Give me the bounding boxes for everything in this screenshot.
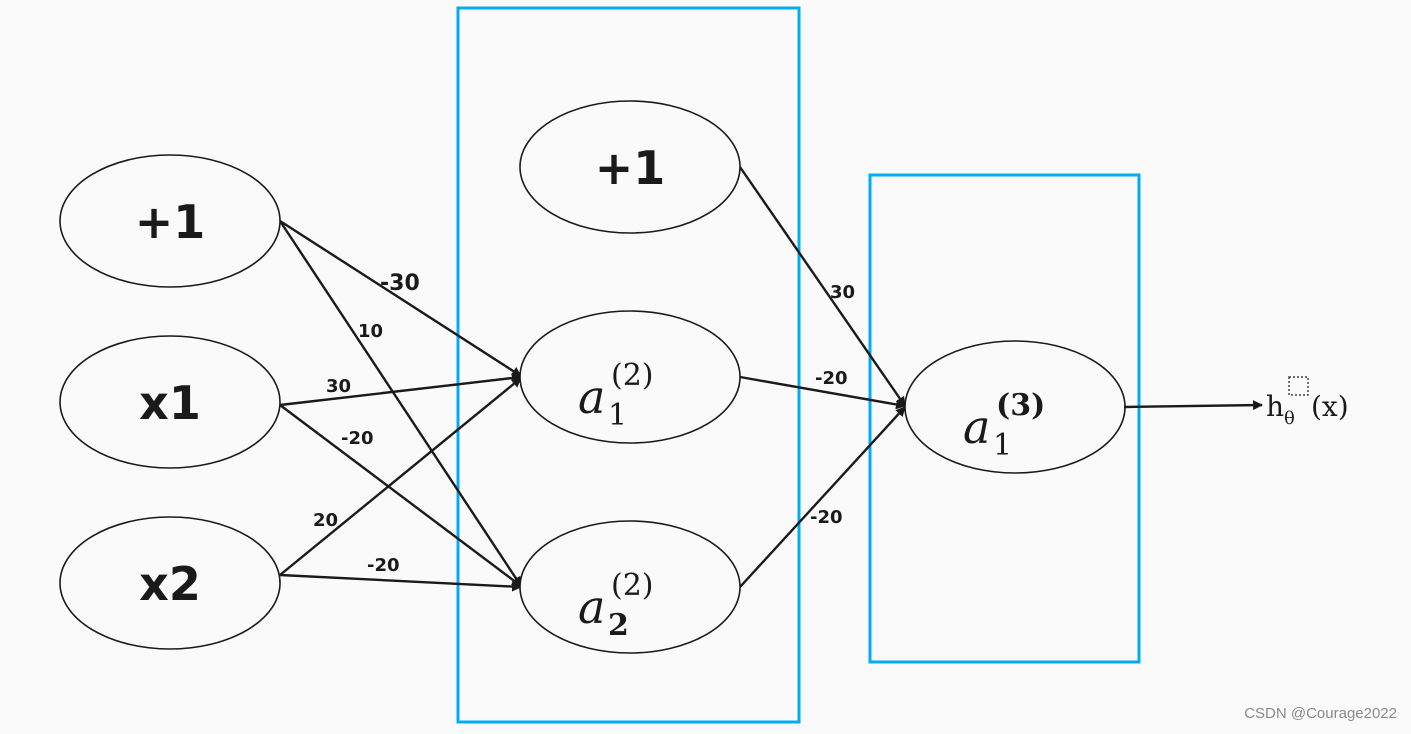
node-x2: x2 [59,516,281,650]
node-ellipse [59,516,281,650]
node-ellipse [59,335,281,469]
node-label-base: a [578,370,605,424]
node-label: +1 [595,141,666,195]
node-label-superscript: (3) [996,388,1045,423]
missing-glyph-placeholder [1288,376,1309,396]
node-label-superscript: (2) [611,568,654,603]
node-x1: x1 [59,335,281,469]
edge-bias2-a13 [739,166,906,407]
node-ellipse [519,520,741,654]
edge-x1-a12 [279,373,522,407]
node-label: x2 [139,557,201,611]
weight-label-bias1-a12: -30 [380,271,420,296]
weight-label-a22-a13: -20 [810,507,843,528]
node-label: x1 [139,376,201,430]
edge-a22-a13 [739,406,906,588]
weight-label-a12-a13: -20 [815,368,848,389]
node-ellipse [519,310,741,444]
output-layer-box [868,173,1141,664]
edge-x2-a12 [279,377,522,576]
edge-bias1-a12 [279,219,522,378]
output-label: h θ (x) [1266,376,1349,429]
hidden-layer-box [456,6,801,724]
edge-bias1-a22 [278,220,523,587]
node-ellipse [519,100,741,234]
output-edge [1123,400,1263,411]
edges [278,166,906,592]
node-ellipse [59,154,281,288]
node-label-subscript: 1 [993,428,1012,463]
output-h: h [1266,390,1284,423]
node-label-base: a [963,400,990,454]
edge-x1-a22 [279,404,522,587]
edge-x2-a22 [279,573,522,592]
output-theta: θ [1284,408,1295,429]
node-label-subscript: 1 [608,398,627,433]
watermark: CSDN @Courage2022 [1244,705,1397,722]
weight-labels: -30 10 30 -20 20 -20 30 -20 -20 [313,271,855,576]
weight-label-x1-a22: -20 [341,428,374,449]
node-bias2: +1 [519,100,741,234]
node-label-base: a [578,580,605,634]
weight-label-x1-a12: 30 [326,376,351,397]
weight-label-x2-a22: -20 [367,555,400,576]
node-label-subscript: 2 [608,608,629,643]
node-label-superscript: (2) [611,358,654,393]
output-arg: (x) [1311,390,1349,423]
node-label: +1 [135,195,206,249]
edge-a12-a13 [739,375,906,410]
node-bias1: +1 [59,154,281,288]
weight-label-x2-a12: 20 [313,510,338,531]
weight-label-bias1-a22: 10 [358,321,383,342]
weight-label-bias2-a13: 30 [830,282,855,303]
